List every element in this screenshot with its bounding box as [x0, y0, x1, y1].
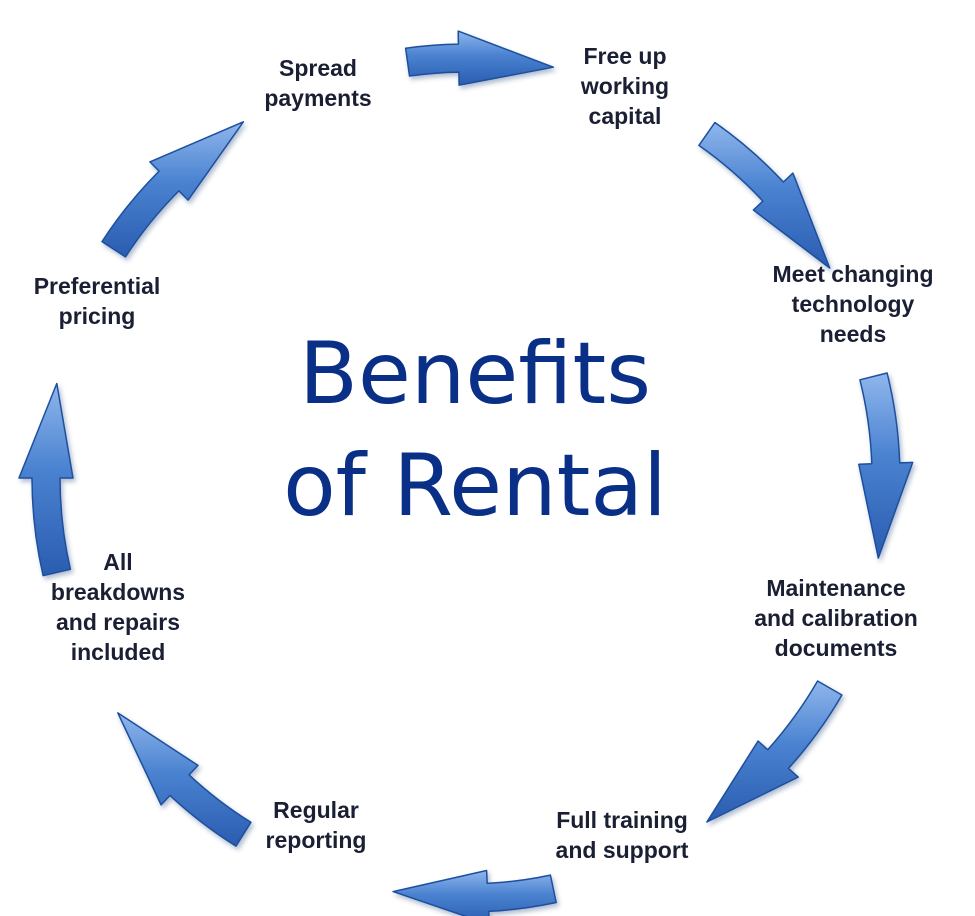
arrow-capital-to-technology — [698, 121, 831, 269]
arrow-reporting-to-repairs — [117, 712, 252, 847]
benefit-preferential-pricing: Preferential pricing — [33, 273, 161, 329]
benefit-regular-reporting: Regular reporting — [265, 797, 367, 853]
title-line-2: of Rental — [283, 436, 667, 536]
benefit-full-training-and-support: Full training and support — [555, 807, 689, 863]
benefit-meet-changing-technology-needs: Meet changing technology needs — [772, 261, 934, 347]
arrow-training-to-reporting — [392, 869, 557, 916]
title-line-1: Benefits — [298, 324, 652, 424]
benefit-breakdowns-repairs-included: All breakdowns and repairs included — [50, 549, 186, 665]
arrow-pricing-to-spread — [101, 121, 245, 258]
arrow-maint-to-training — [706, 680, 843, 823]
arrow-repairs-to-pricing — [18, 382, 74, 577]
benefit-free-up-working-capital: Free up working capital — [580, 43, 670, 129]
benefit-spread-payments: Spread payments — [264, 55, 372, 111]
benefit-maintenance-calibration-documents: Maintenance and calibration documents — [754, 575, 918, 661]
arrow-technology-to-maint — [858, 372, 914, 559]
diagram-title: Benefits of Rental — [160, 318, 790, 542]
arrow-spread-to-capital — [404, 30, 555, 86]
